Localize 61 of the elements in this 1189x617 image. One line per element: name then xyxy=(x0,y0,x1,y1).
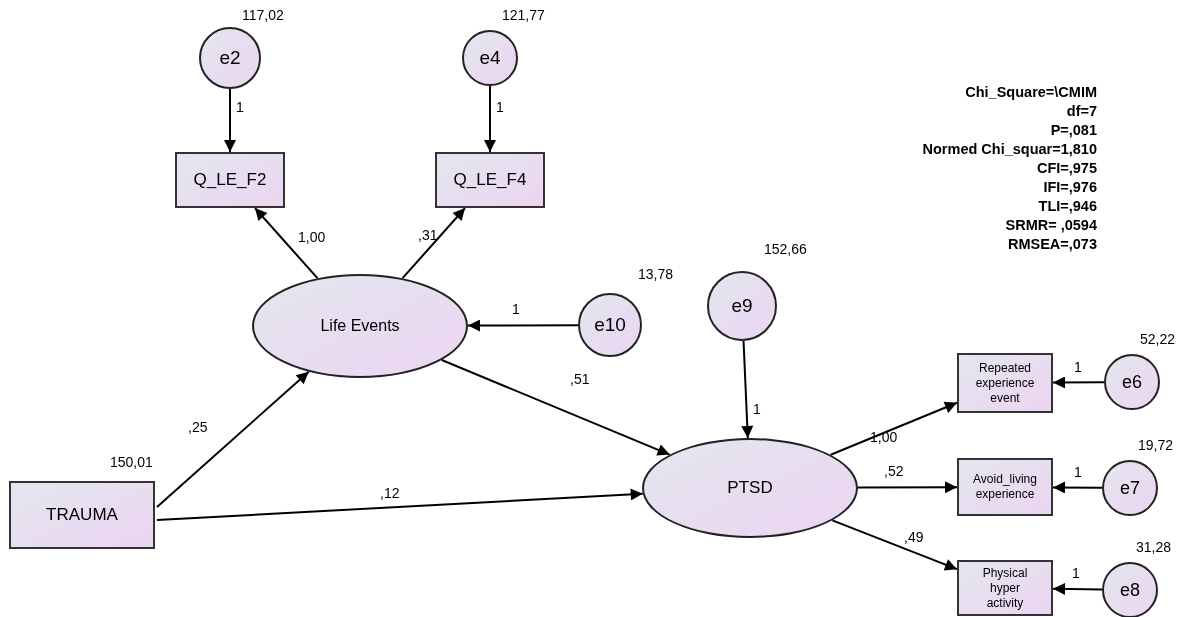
edge-label: 1 xyxy=(1074,465,1082,479)
observed-box: TRAUMA xyxy=(9,481,155,549)
arrow xyxy=(224,88,236,153)
observed-box: Physical hyper activity xyxy=(957,560,1053,616)
error-circle: e9 xyxy=(707,271,777,341)
edge-label: 1 xyxy=(1074,360,1082,374)
variance-label: 19,72 xyxy=(1138,438,1174,452)
variance-label: 31,28 xyxy=(1136,540,1172,554)
arrow xyxy=(831,519,958,571)
variance-label: 117,02 xyxy=(242,8,284,22)
fit-statistic: TLI=,946 xyxy=(1038,197,1097,216)
edge-label: ,51 xyxy=(570,372,590,386)
arrow xyxy=(829,401,958,456)
error-circle: e2 xyxy=(199,27,261,89)
arrow xyxy=(1052,481,1103,494)
arrow xyxy=(467,319,579,332)
edge-label: 1 xyxy=(236,100,244,114)
error-circle: e7 xyxy=(1102,460,1158,516)
observed-box: Avoid_living experience xyxy=(957,458,1053,516)
edge-label: ,12 xyxy=(380,486,400,500)
latent-ellipse: PTSD xyxy=(642,438,858,538)
arrow xyxy=(857,481,958,494)
edge-label: 1,00 xyxy=(298,230,326,244)
edge-label: 1 xyxy=(1072,566,1080,580)
error-circle: e10 xyxy=(578,293,642,357)
arrow xyxy=(1052,582,1103,595)
observed-box: Q_LE_F4 xyxy=(435,152,545,208)
arrow xyxy=(253,207,319,280)
edge-label: ,49 xyxy=(904,530,924,544)
arrow xyxy=(484,85,496,153)
variance-label: 13,78 xyxy=(638,267,674,281)
latent-ellipse: Life Events xyxy=(252,274,468,378)
error-circle: e6 xyxy=(1104,354,1160,410)
fit-statistic: SRMR= ,0594 xyxy=(1005,216,1097,235)
variance-label: 121,77 xyxy=(502,8,545,22)
arrow xyxy=(156,370,310,508)
edge-label: ,25 xyxy=(188,420,208,434)
observed-box: Repeated experience event xyxy=(957,353,1053,413)
arrow xyxy=(440,358,671,456)
fit-statistic: RMSEA=,073 xyxy=(1007,235,1097,254)
variance-label: 150,01 xyxy=(110,455,153,469)
fit-statistic: IFI=,976 xyxy=(1043,178,1097,197)
error-circle: e8 xyxy=(1102,562,1158,617)
fit-statistic: df=7 xyxy=(1066,102,1097,121)
arrow xyxy=(156,488,644,521)
observed-box: Q_LE_F2 xyxy=(175,152,285,208)
error-circle: e4 xyxy=(462,30,518,86)
edge-label: ,31 xyxy=(418,228,438,242)
edge-label: 1 xyxy=(753,402,761,416)
fit-statistic: Chi_Square=\CMIM xyxy=(965,83,1097,102)
edge-label: 1 xyxy=(496,100,504,114)
arrow xyxy=(741,339,754,439)
arrow xyxy=(401,207,467,280)
edge-label: 1 xyxy=(512,302,520,316)
variance-label: 52,22 xyxy=(1140,332,1176,346)
fit-statistic: Normed Chi_squar=1,810 xyxy=(922,140,1097,159)
arrow xyxy=(1052,376,1105,389)
fit-statistic: CFI=,975 xyxy=(1036,159,1097,178)
edge-label: ,52 xyxy=(884,464,904,478)
variance-label: 152,66 xyxy=(764,242,807,256)
fit-statistic: P=,081 xyxy=(1050,121,1097,140)
